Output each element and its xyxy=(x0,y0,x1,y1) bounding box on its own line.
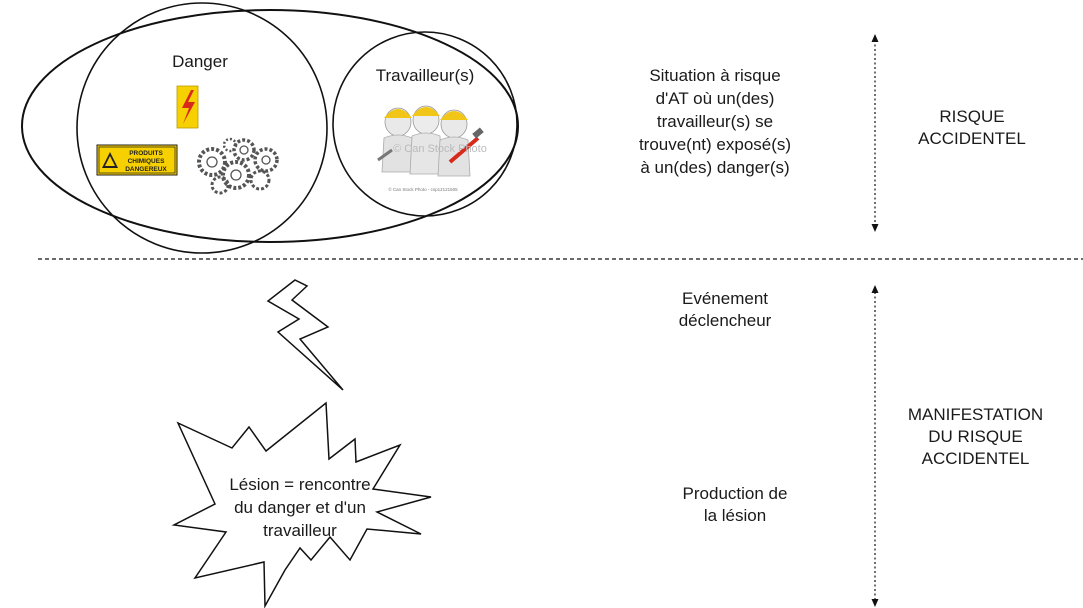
manifest-line: ACCIDENTEL xyxy=(921,449,1030,468)
situation-line: Situation à risque xyxy=(649,66,781,85)
manifest-line: MANIFESTATION xyxy=(907,405,1044,424)
event-line: Evénement xyxy=(682,289,768,308)
situation-line: d'AT où un(des) xyxy=(655,89,775,108)
lightning-bolt-icon xyxy=(266,279,344,391)
worker-label: Travailleur(s) xyxy=(375,66,475,85)
worker-circle xyxy=(332,31,518,217)
chemical-sign-line: PRODUITS xyxy=(129,150,163,157)
injury-production-label: Production de la lésion xyxy=(665,483,805,527)
risk-manifestation-label: MANIFESTATION DU RISQUE ACCIDENTEL xyxy=(903,404,1048,470)
manifestation-range-arrow xyxy=(871,285,879,607)
chemical-sign-line: DANGEREUX xyxy=(125,166,167,173)
situation-line: travailleur(s) se xyxy=(656,112,774,131)
electric-hazard-icon xyxy=(176,85,199,129)
chemical-sign-line: CHIMIQUES xyxy=(128,158,166,165)
injury-starburst xyxy=(171,401,432,608)
risk-range-arrow xyxy=(871,34,879,232)
injury-line: du danger et d'un xyxy=(234,498,366,517)
risk-label-line: ACCIDENTEL xyxy=(918,129,1026,148)
situation-description: Situation à risque d'AT où un(des) trava… xyxy=(620,64,810,179)
danger-label: Danger xyxy=(172,52,228,71)
injury-label: Lésion = rencontre du danger et d'un tra… xyxy=(215,473,385,542)
outer-ellipse xyxy=(21,9,519,243)
chemical-hazard-icon: PRODUITS CHIMIQUES DANGEREUX xyxy=(96,144,178,176)
manifest-line: DU RISQUE xyxy=(928,427,1023,446)
watermark-text: © Can Stock Photo xyxy=(393,143,487,155)
situation-line: trouve(nt) exposé(s) xyxy=(638,135,792,154)
production-line: Production de xyxy=(682,484,788,503)
event-line: déclencheur xyxy=(678,311,772,330)
situation-line: à un(des) danger(s) xyxy=(640,158,790,177)
risk-accidental-label: RISQUE ACCIDENTEL xyxy=(912,106,1032,150)
triggering-event-label: Evénement déclencheur xyxy=(665,288,785,332)
gears-icon xyxy=(197,137,279,195)
workers-illustration: © Can Stock Photo © Can Stock Photo - cs… xyxy=(377,105,487,192)
risk-label-line: RISQUE xyxy=(939,107,1005,126)
danger-circle xyxy=(76,2,328,254)
injury-line: Lésion = rencontre xyxy=(229,475,371,494)
watermark-caption: © Can Stock Photo - csp12121505 xyxy=(388,186,458,192)
injury-line: travailleur xyxy=(263,521,337,540)
production-line: la lésion xyxy=(703,506,767,525)
